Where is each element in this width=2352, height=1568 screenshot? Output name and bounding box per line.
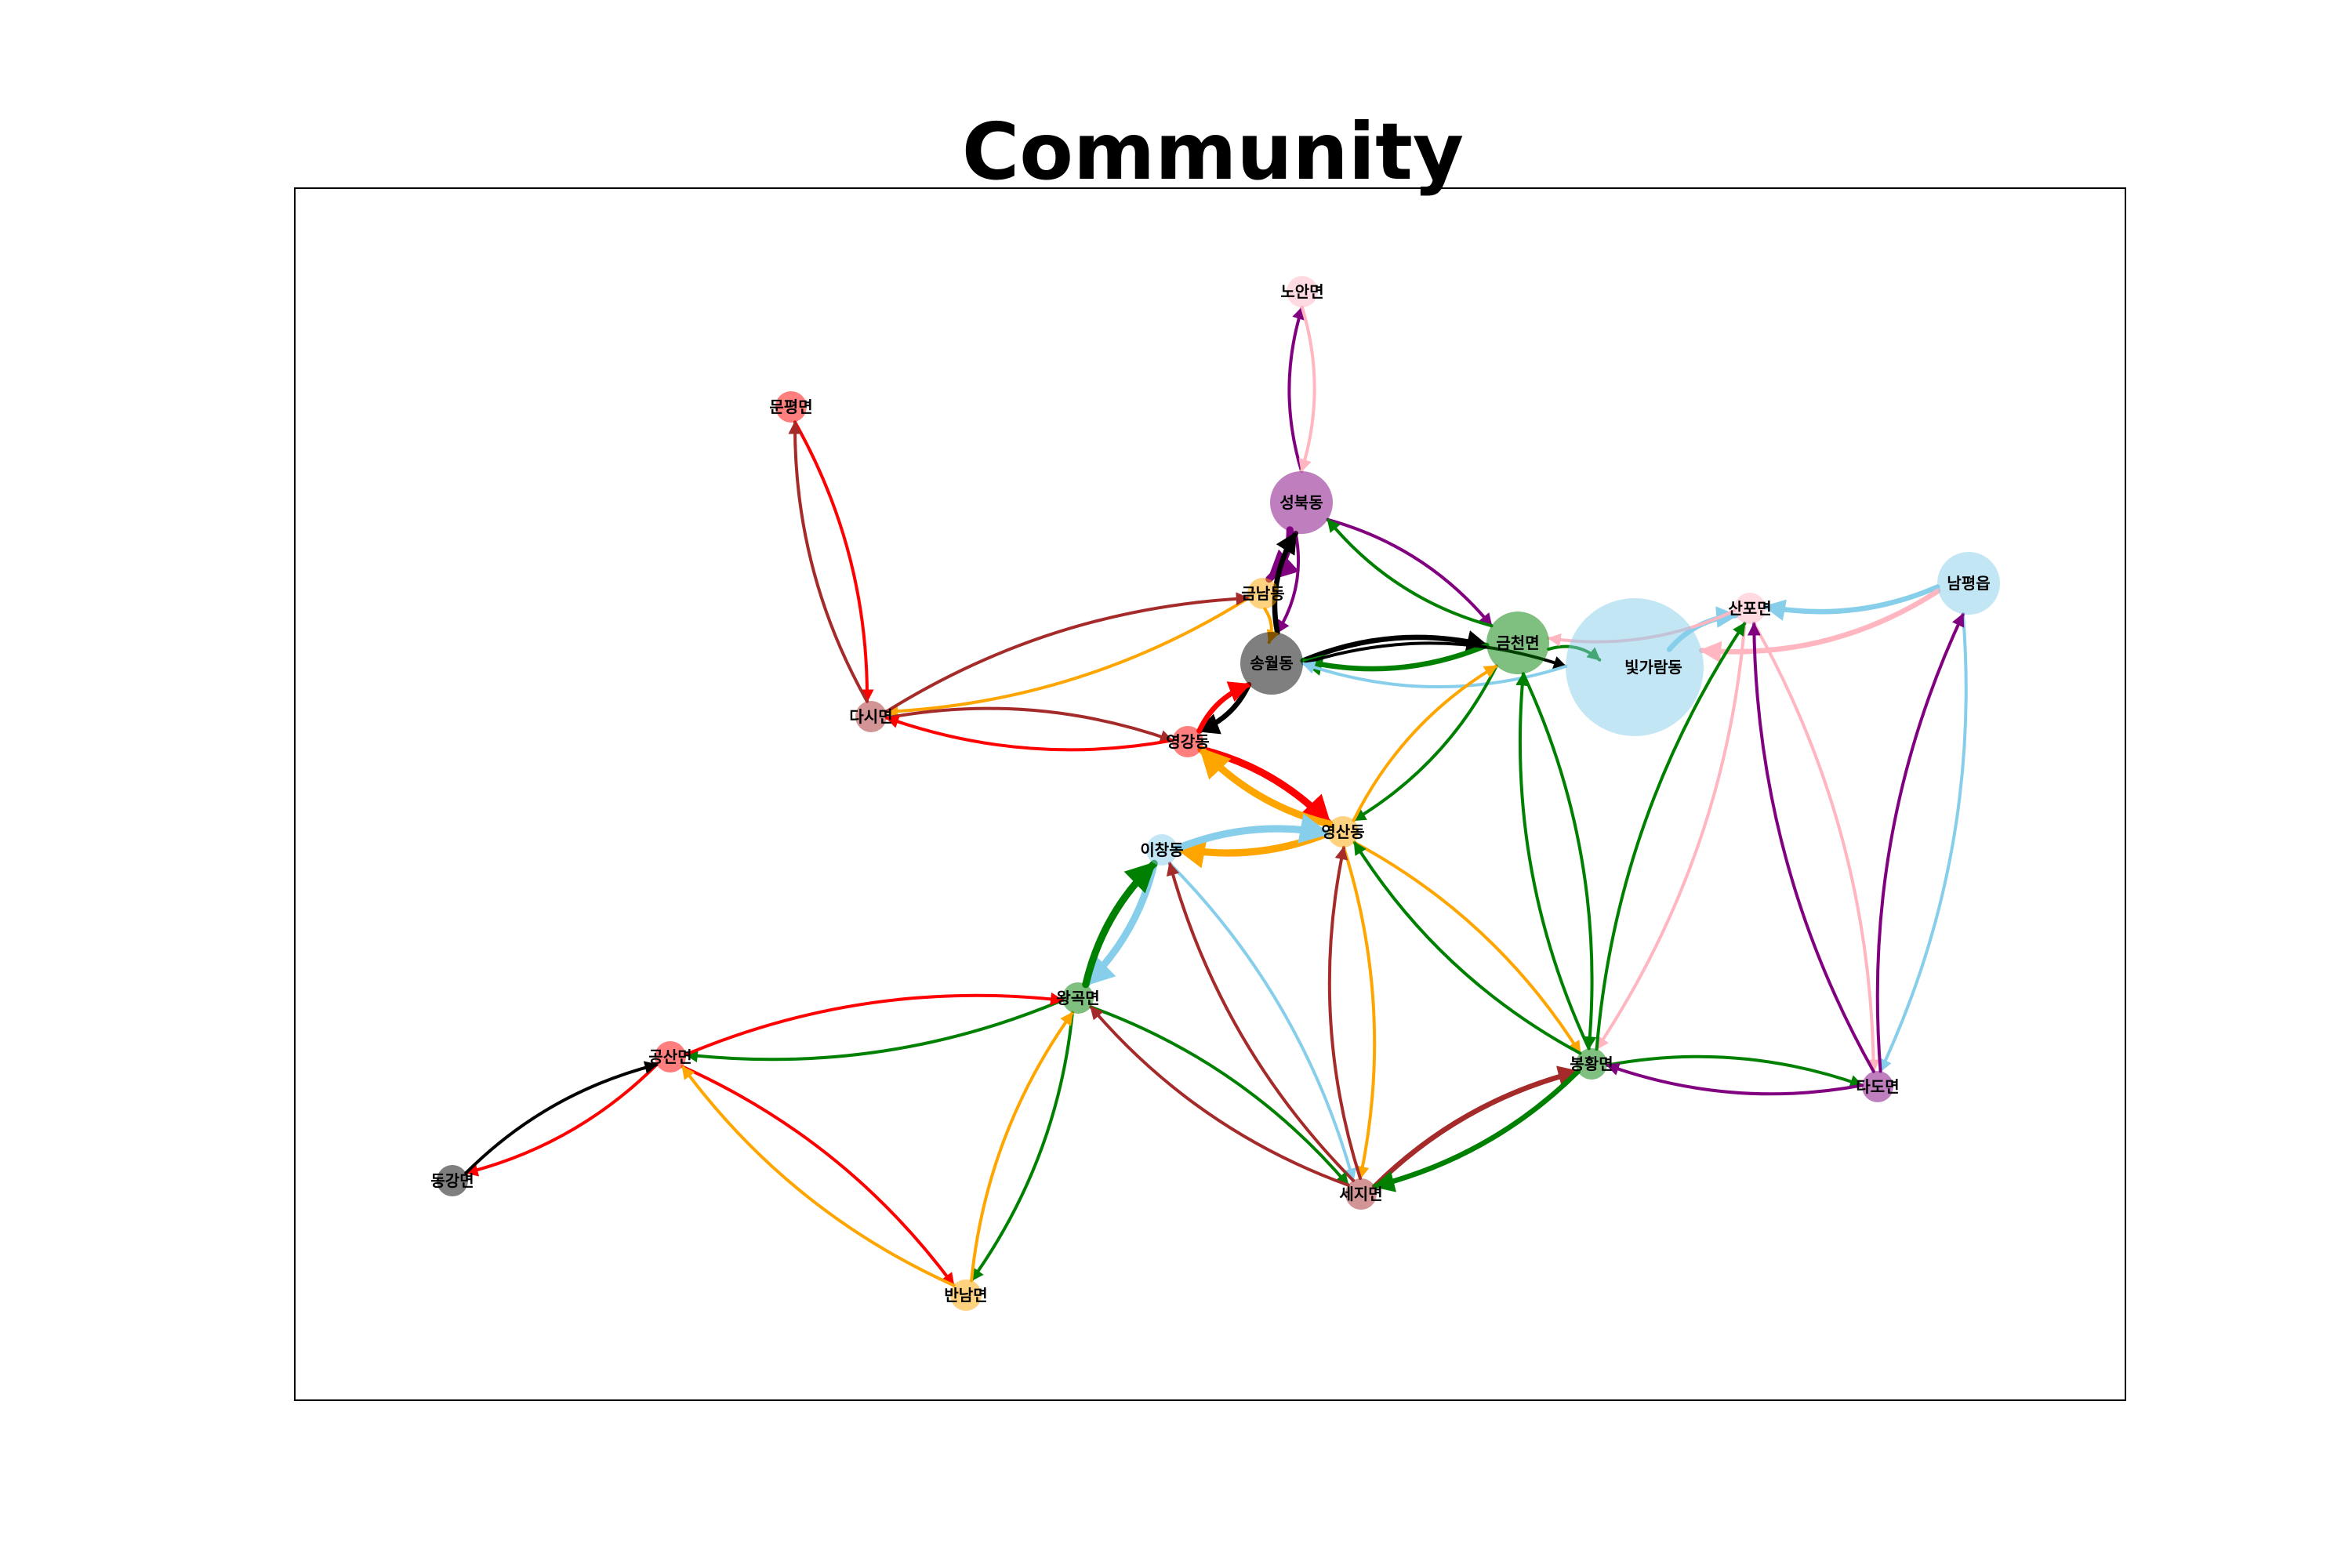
edge-남평읍-to-빛가람동	[1699, 588, 1941, 663]
edge-공산면-to-동강면	[464, 1062, 659, 1177]
edge-산포면-to-다도면	[1752, 622, 1881, 1073]
edge-이창동-to-영산동	[1174, 813, 1331, 852]
edge-남평읍-to-다도면	[1878, 612, 1968, 1073]
node-산포면	[1734, 593, 1766, 624]
node-layer	[437, 276, 2000, 1311]
edge-송월동-to-성북동	[1272, 531, 1298, 635]
node-금남동	[1247, 578, 1279, 609]
node-세지면	[1345, 1178, 1377, 1210]
node-노안면	[1287, 276, 1318, 307]
edge-왕곡면-to-이창동	[1082, 859, 1158, 989]
edge-반남면-to-왕곡면	[970, 1011, 1074, 1283]
edge-세지면-to-영산동	[1327, 846, 1362, 1180]
edge-동강면-to-공산면	[464, 1061, 659, 1175]
edge-금천면-to-영산동	[1352, 664, 1498, 822]
edge-성북동-to-노안면	[1287, 306, 1305, 473]
node-성북동	[1270, 471, 1333, 534]
edge-왕곡면-to-공산면	[684, 998, 1065, 1063]
edge-금천면-to-봉황면	[1521, 672, 1597, 1051]
node-금천면	[1486, 612, 1549, 674]
edge-영산동-to-세지면	[1342, 846, 1377, 1180]
node-왕곡면	[1062, 982, 1094, 1014]
node-빛가람동	[1566, 598, 1704, 736]
node-다도면	[1862, 1071, 1893, 1102]
edge-공산면-to-왕곡면	[684, 992, 1065, 1057]
edge-송월동-to-금천면	[1300, 630, 1490, 663]
node-label-왕곡면: 왕곡면	[1056, 989, 1099, 1007]
node-label-동강면: 동강면	[430, 1171, 474, 1190]
node-label-반남면: 반남면	[944, 1286, 987, 1305]
edge-왕곡면-to-반남면	[970, 1011, 1074, 1283]
edge-봉황면-to-산포면	[1595, 621, 1747, 1051]
edge-성북동-to-송월동	[1276, 532, 1301, 634]
node-label-성북동: 성북동	[1279, 493, 1323, 512]
edge-금천면-to-송월동	[1300, 643, 1490, 676]
edge-다시면-to-문평면	[788, 420, 869, 703]
edge-layer	[464, 306, 1968, 1287]
node-label-금남동: 금남동	[1241, 584, 1284, 603]
edge-봉황면-to-다도면	[1605, 1054, 1864, 1088]
node-송월동	[1240, 632, 1303, 695]
edge-다도면-to-남평읍	[1875, 612, 1965, 1073]
node-label-금천면: 금천면	[1496, 633, 1539, 652]
edge-문평면-to-다시면	[793, 420, 874, 703]
edge-빛가람동-to-송월동	[1301, 661, 1567, 689]
edge-영강동-to-다시면	[884, 715, 1174, 752]
edge-다도면-to-산포면	[1747, 622, 1875, 1073]
node-label-문평면: 문평면	[769, 397, 812, 416]
node-영강동	[1172, 726, 1203, 757]
edge-성북동-to-금천면	[1326, 517, 1494, 628]
node-영산동	[1327, 816, 1359, 848]
node-문평면	[775, 391, 807, 423]
plot-frame	[294, 187, 2126, 1401]
node-label-봉황면: 봉황면	[1570, 1054, 1613, 1073]
node-label-이창동: 이창동	[1140, 840, 1183, 859]
chart-title: Community	[962, 106, 1464, 198]
node-반남면	[950, 1279, 982, 1311]
edge-영산동-to-금천면	[1352, 664, 1498, 822]
node-label-송월동: 송월동	[1250, 654, 1293, 673]
edge-노안면-to-성북동	[1298, 306, 1316, 473]
edge-금천면-to-성북동	[1326, 517, 1494, 628]
node-동강면	[437, 1165, 468, 1196]
node-label-세지면: 세지면	[1339, 1185, 1382, 1203]
node-label-영강동: 영강동	[1166, 732, 1209, 751]
node-label-빛가람동: 빛가람동	[1624, 658, 1682, 677]
edge-반남면-to-공산면	[681, 1065, 956, 1287]
node-label-공산면: 공산면	[648, 1047, 691, 1066]
edge-영강동-to-송월동	[1196, 681, 1252, 734]
edge-봉황면-to-영산동	[1352, 840, 1582, 1055]
node-label-노안면: 노안면	[1280, 282, 1323, 301]
node-label-다시면: 다시면	[849, 707, 892, 726]
edge-봉황면-to-금천면	[1515, 672, 1591, 1051]
edge-다시면-to-영강동	[884, 706, 1174, 743]
node-남평읍	[1937, 552, 2000, 615]
edge-다도면-to-봉황면	[1605, 1062, 1864, 1096]
edge-세지면-to-왕곡면	[1089, 1005, 1350, 1187]
node-label-산포면: 산포면	[1728, 599, 1771, 618]
node-이창동	[1146, 834, 1178, 866]
node-label-남평읍: 남평읍	[1947, 574, 1990, 593]
node-다시면	[855, 701, 887, 732]
edge-공산면-to-반남면	[681, 1065, 956, 1287]
edge-산포면-to-봉황면	[1595, 621, 1747, 1051]
edge-왕곡면-to-세지면	[1089, 1005, 1350, 1187]
edge-금남동-to-다시면	[884, 597, 1250, 718]
node-label-영산동: 영산동	[1321, 822, 1364, 841]
node-봉황면	[1576, 1048, 1607, 1080]
node-공산면	[655, 1041, 686, 1073]
edge-영산동-to-봉황면	[1352, 840, 1582, 1055]
node-label-다도면: 다도면	[1856, 1077, 1899, 1096]
edge-남평읍-to-산포면	[1762, 584, 1940, 621]
edge-다시면-to-금남동	[884, 592, 1250, 713]
edge-봉황면-to-세지면	[1372, 1069, 1581, 1192]
edge-세지면-to-이창동	[1166, 862, 1355, 1182]
edge-세지면-to-봉황면	[1372, 1065, 1581, 1189]
edge-이창동-to-세지면	[1168, 862, 1357, 1182]
